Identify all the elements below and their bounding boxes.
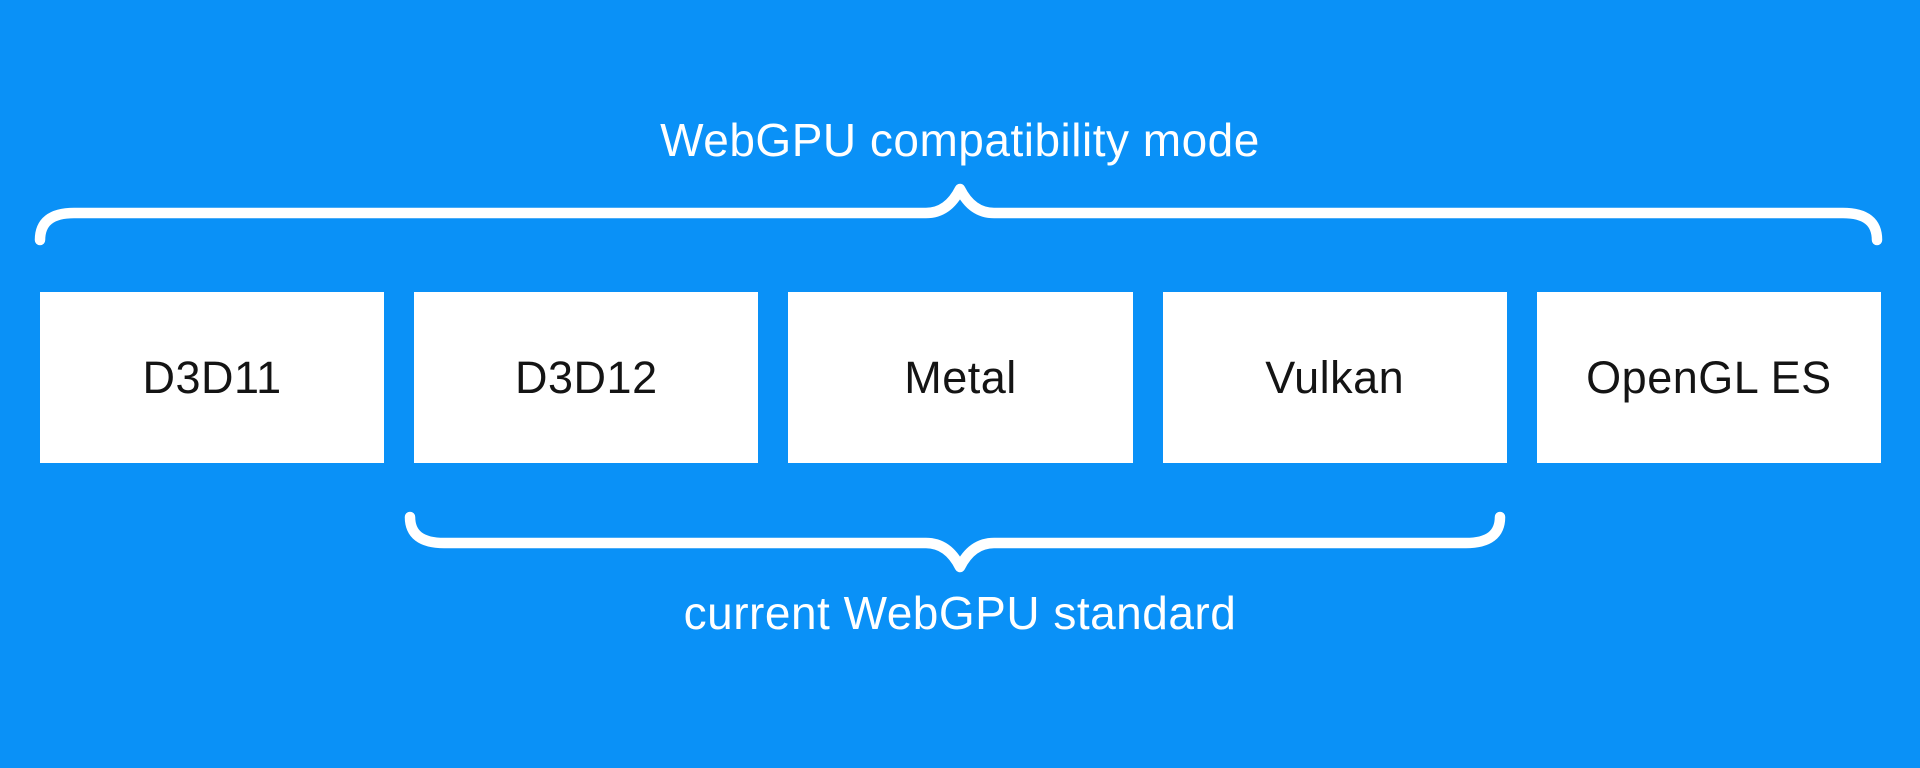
api-box-label: D3D11 [142, 351, 282, 403]
top-curly-brace-icon [34, 183, 1883, 246]
api-box-label: Vulkan [1265, 351, 1405, 403]
api-box-label: D3D12 [515, 351, 658, 403]
api-box-opengl-es: OpenGL ES [1536, 292, 1882, 463]
api-box-d3d11: D3D11 [40, 292, 385, 463]
api-box-metal: Metal [788, 292, 1133, 463]
bottom-curly-brace-icon [404, 511, 1506, 573]
top-brace-label: WebGPU compatibility mode [660, 114, 1260, 166]
api-box-label: OpenGL ES [1586, 351, 1832, 403]
api-box-label: Metal [904, 351, 1017, 403]
api-boxes-row: D3D11 D3D12 Metal Vulkan OpenGL ES [40, 292, 1882, 463]
api-box-d3d12: D3D12 [414, 292, 759, 463]
bottom-brace-label: current WebGPU standard [683, 587, 1237, 639]
api-box-vulkan: Vulkan [1162, 292, 1507, 463]
